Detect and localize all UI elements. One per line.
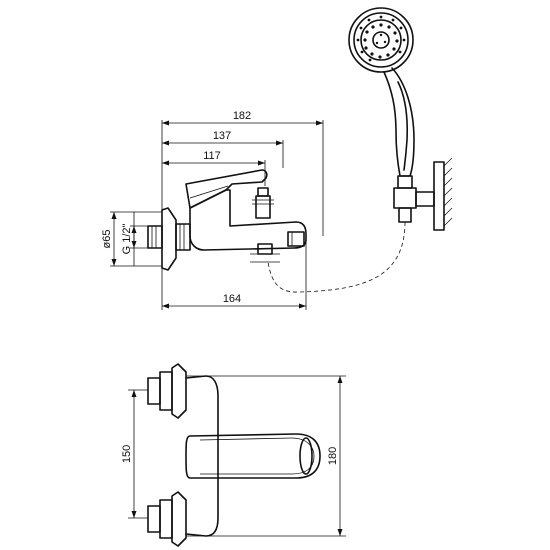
dimension-diameter-65: ø65 <box>101 230 113 249</box>
dimension-lines-top <box>110 120 324 310</box>
dimension-164: 164 <box>223 293 241 305</box>
hand-shower <box>267 7 453 293</box>
dimension-137: 137 <box>213 130 231 142</box>
faucet-side-view <box>147 169 307 271</box>
spray-nozzles <box>356 15 406 62</box>
wall-hatch <box>443 157 453 227</box>
dimension-thread-g12: G 1/2" <box>121 224 133 255</box>
dimension-150: 150 <box>121 445 133 463</box>
faucet-front-view <box>147 363 321 547</box>
dimension-180: 180 <box>327 447 339 465</box>
dimension-117: 117 <box>203 150 221 162</box>
dimension-182: 182 <box>233 110 251 122</box>
dimension-lines-front <box>128 375 346 537</box>
